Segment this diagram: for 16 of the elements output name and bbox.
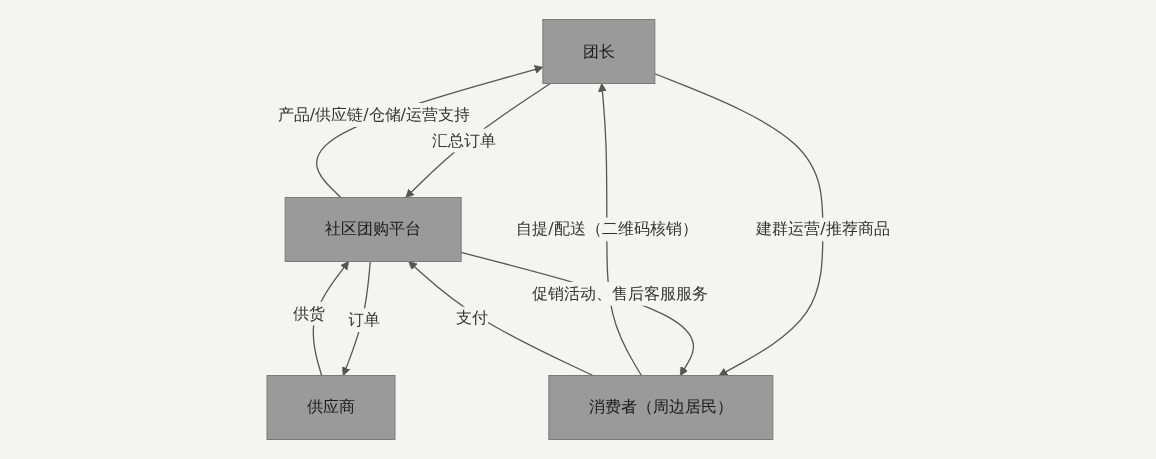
edge-label: 建群运营/推荐商品: [755, 219, 890, 239]
arrow: [653, 73, 824, 376]
edge-label: 订单: [348, 310, 381, 330]
edge-label: 支付: [455, 308, 488, 328]
arrow: [405, 82, 551, 198]
edge-label: 促销活动、售后客服服务: [531, 283, 708, 303]
node-box: 社区团购平台: [284, 197, 462, 262]
node-box: 供应商: [266, 375, 396, 440]
arrow: [408, 261, 594, 377]
edge-label: 自提/配送（二维码核销）: [515, 219, 698, 239]
edge-label: 汇总订单: [431, 130, 496, 150]
arrow: [315, 65, 543, 199]
edge-label: 产品/供应链/仓储/运营支持: [277, 104, 470, 124]
edge-label: 供货: [292, 303, 325, 323]
node-box: 消费者（周边居民）: [548, 375, 774, 440]
node-box: 团长: [542, 19, 656, 84]
